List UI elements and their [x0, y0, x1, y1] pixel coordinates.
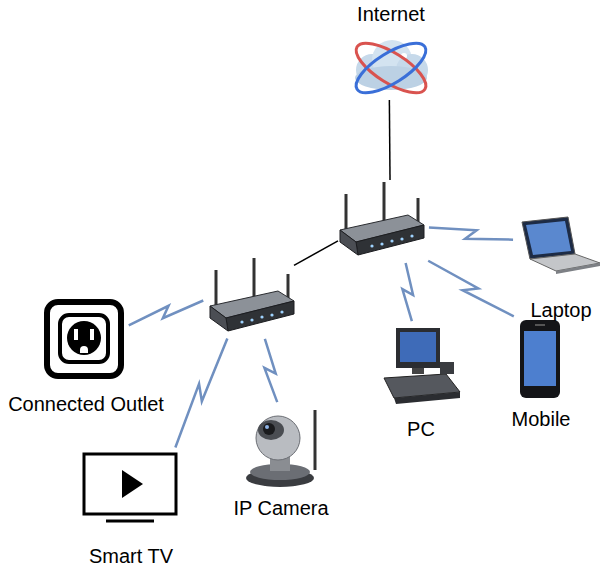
- router-icon: [210, 258, 294, 331]
- wireless-link: [429, 228, 513, 240]
- wireless-link: [428, 261, 514, 317]
- wired-link: [294, 241, 338, 266]
- internet-cloud: [349, 34, 433, 102]
- outlet-icon: [47, 302, 121, 376]
- wireless-link: [175, 339, 227, 448]
- camera-node: IP Camera: [244, 407, 320, 489]
- laptop-icon: [522, 217, 600, 274]
- router-icon: [340, 182, 424, 255]
- wireless-link: [129, 300, 204, 325]
- mobile-node: Mobile: [518, 319, 562, 400]
- device-label: Connected Outlet: [8, 393, 164, 415]
- router-node: [338, 180, 424, 258]
- pc-icon: [384, 328, 460, 404]
- wireless-link: [264, 339, 277, 402]
- device-label: Internet: [357, 3, 425, 25]
- device-label: Smart TV: [89, 545, 173, 567]
- outlet-node: Connected Outlet: [44, 299, 124, 379]
- tv-node: Smart TV: [82, 452, 178, 524]
- laptop-node: Laptop: [518, 216, 600, 274]
- wireless-link: [402, 263, 413, 321]
- internet-node: Internet: [350, 36, 432, 100]
- device-label: Mobile: [512, 408, 571, 430]
- device-label: Laptop: [530, 299, 591, 321]
- device-label: PC: [407, 418, 435, 440]
- pc-node: PC: [382, 326, 462, 406]
- mobile-icon: [520, 320, 560, 398]
- device-label: IP Camera: [233, 497, 328, 519]
- router-node: [208, 256, 294, 334]
- camera-icon: [246, 410, 315, 487]
- wired-link: [389, 100, 391, 180]
- tv-icon: [84, 454, 176, 521]
